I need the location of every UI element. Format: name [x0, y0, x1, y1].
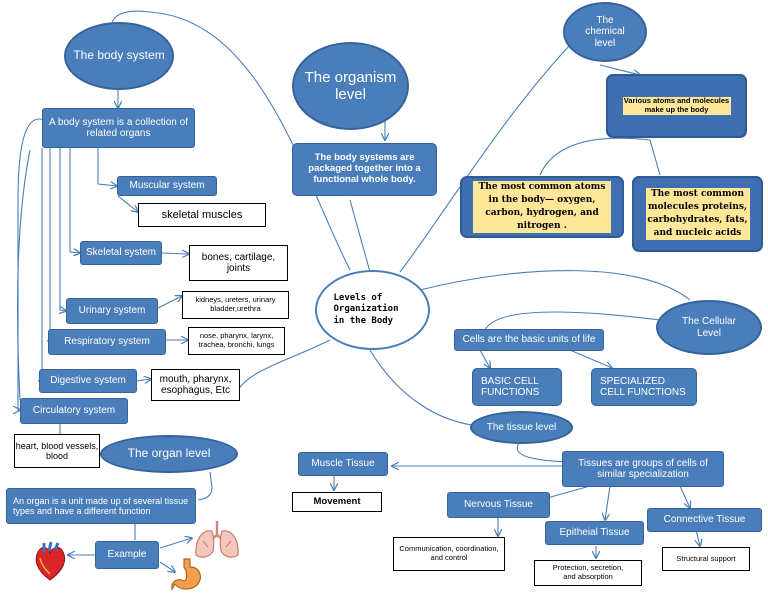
digestive-system-detail: mouth, pharynx, esophagus, Etc — [151, 369, 240, 401]
basic-cell-functions[interactable]: BASIC CELL FUNCTIONS — [472, 368, 562, 406]
lungs-icon — [195, 521, 239, 558]
cellular-level-title: The Cellular Level — [682, 316, 736, 339]
chemical-level-node[interactable]: The chemical level — [563, 2, 647, 62]
chemical-detail-box[interactable]: Various atoms and molecules make up the … — [606, 74, 747, 138]
respiratory-system-node[interactable]: Respiratory system — [48, 329, 166, 355]
tissue-level-title: The tissue level — [486, 421, 557, 433]
example-node[interactable]: Example — [95, 541, 159, 569]
center-node[interactable]: Levels of Organization in the Body — [315, 270, 430, 350]
common-molecules-box[interactable]: The most common molecules proteins, carb… — [632, 176, 763, 252]
urinary-system-node[interactable]: Urinary system — [66, 298, 158, 324]
skeletal-system-node[interactable]: Skeletal system — [80, 241, 162, 265]
circulatory-system-node[interactable]: Circulatory system — [20, 398, 128, 424]
chemical-detail: Various atoms and molecules make up the … — [622, 96, 731, 115]
specialized-cell-functions[interactable]: SPECIALIZED CELL FUNCTIONS — [591, 368, 697, 406]
body-system-node[interactable]: The body system — [64, 22, 174, 90]
connective-tissue-detail: Structural support — [662, 547, 750, 571]
urinary-system-detail: kidneys, ureters, urinary bladder,urethr… — [182, 291, 289, 319]
cells-basic-units[interactable]: Cells are the basic units of life — [454, 329, 604, 351]
nervous-tissue-node[interactable]: Nervous Tissue — [447, 492, 550, 518]
nervous-tissue-detail: Communication, coordination, and control — [393, 537, 505, 571]
muscular-system-detail: skeletal muscles — [138, 203, 266, 227]
organ-level-node[interactable]: The organ level — [100, 435, 238, 473]
skeletal-system-detail: bones, cartilage, joints — [189, 245, 288, 281]
organism-level-node[interactable]: The organism level — [292, 42, 409, 130]
muscle-tissue-node[interactable]: Muscle Tissue — [298, 452, 388, 476]
connective-tissue-node[interactable]: Connective Tissue — [647, 508, 762, 532]
body-system-title: The body system — [73, 48, 165, 63]
common-atoms: The most common atoms in the body— oxyge… — [473, 180, 611, 234]
stomach-icon — [171, 558, 201, 591]
organism-level-title: The organism level — [304, 68, 397, 103]
organ-level-title: The organ level — [127, 446, 211, 461]
heart-icon — [35, 541, 66, 581]
epithelial-tissue-node[interactable]: Epitheial Tissue — [545, 521, 644, 545]
center-title: Levels of Organization in the Body — [333, 293, 399, 326]
body-system-definition[interactable]: A body system is a collection of related… — [42, 108, 195, 148]
respiratory-system-detail: nose, pharynx, larynx, trachea, bronchi,… — [188, 327, 285, 355]
digestive-system-node[interactable]: Digestive system — [39, 369, 137, 393]
circulatory-system-detail: heart, blood vessels, blood — [14, 434, 100, 468]
muscular-system-node[interactable]: Muscular system — [117, 176, 217, 196]
chemical-level-title: The chemical level — [585, 14, 625, 49]
muscle-tissue-detail: Movement — [292, 492, 382, 512]
organ-detail[interactable]: An organ is a unit made up of several ti… — [6, 488, 196, 524]
tissue-detail[interactable]: Tissues are groups of cells of similar s… — [562, 451, 724, 487]
epithelial-tissue-detail: Protection, secretion, and absorption — [534, 560, 642, 586]
cellular-level-node[interactable]: The Cellular Level — [656, 300, 762, 355]
common-molecules: The most common molecules proteins, carb… — [645, 187, 750, 241]
tissue-level-node[interactable]: The tissue level — [470, 411, 573, 444]
organism-detail[interactable]: The body systems are packaged together i… — [292, 143, 437, 196]
common-atoms-box[interactable]: The most common atoms in the body— oxyge… — [460, 176, 624, 238]
